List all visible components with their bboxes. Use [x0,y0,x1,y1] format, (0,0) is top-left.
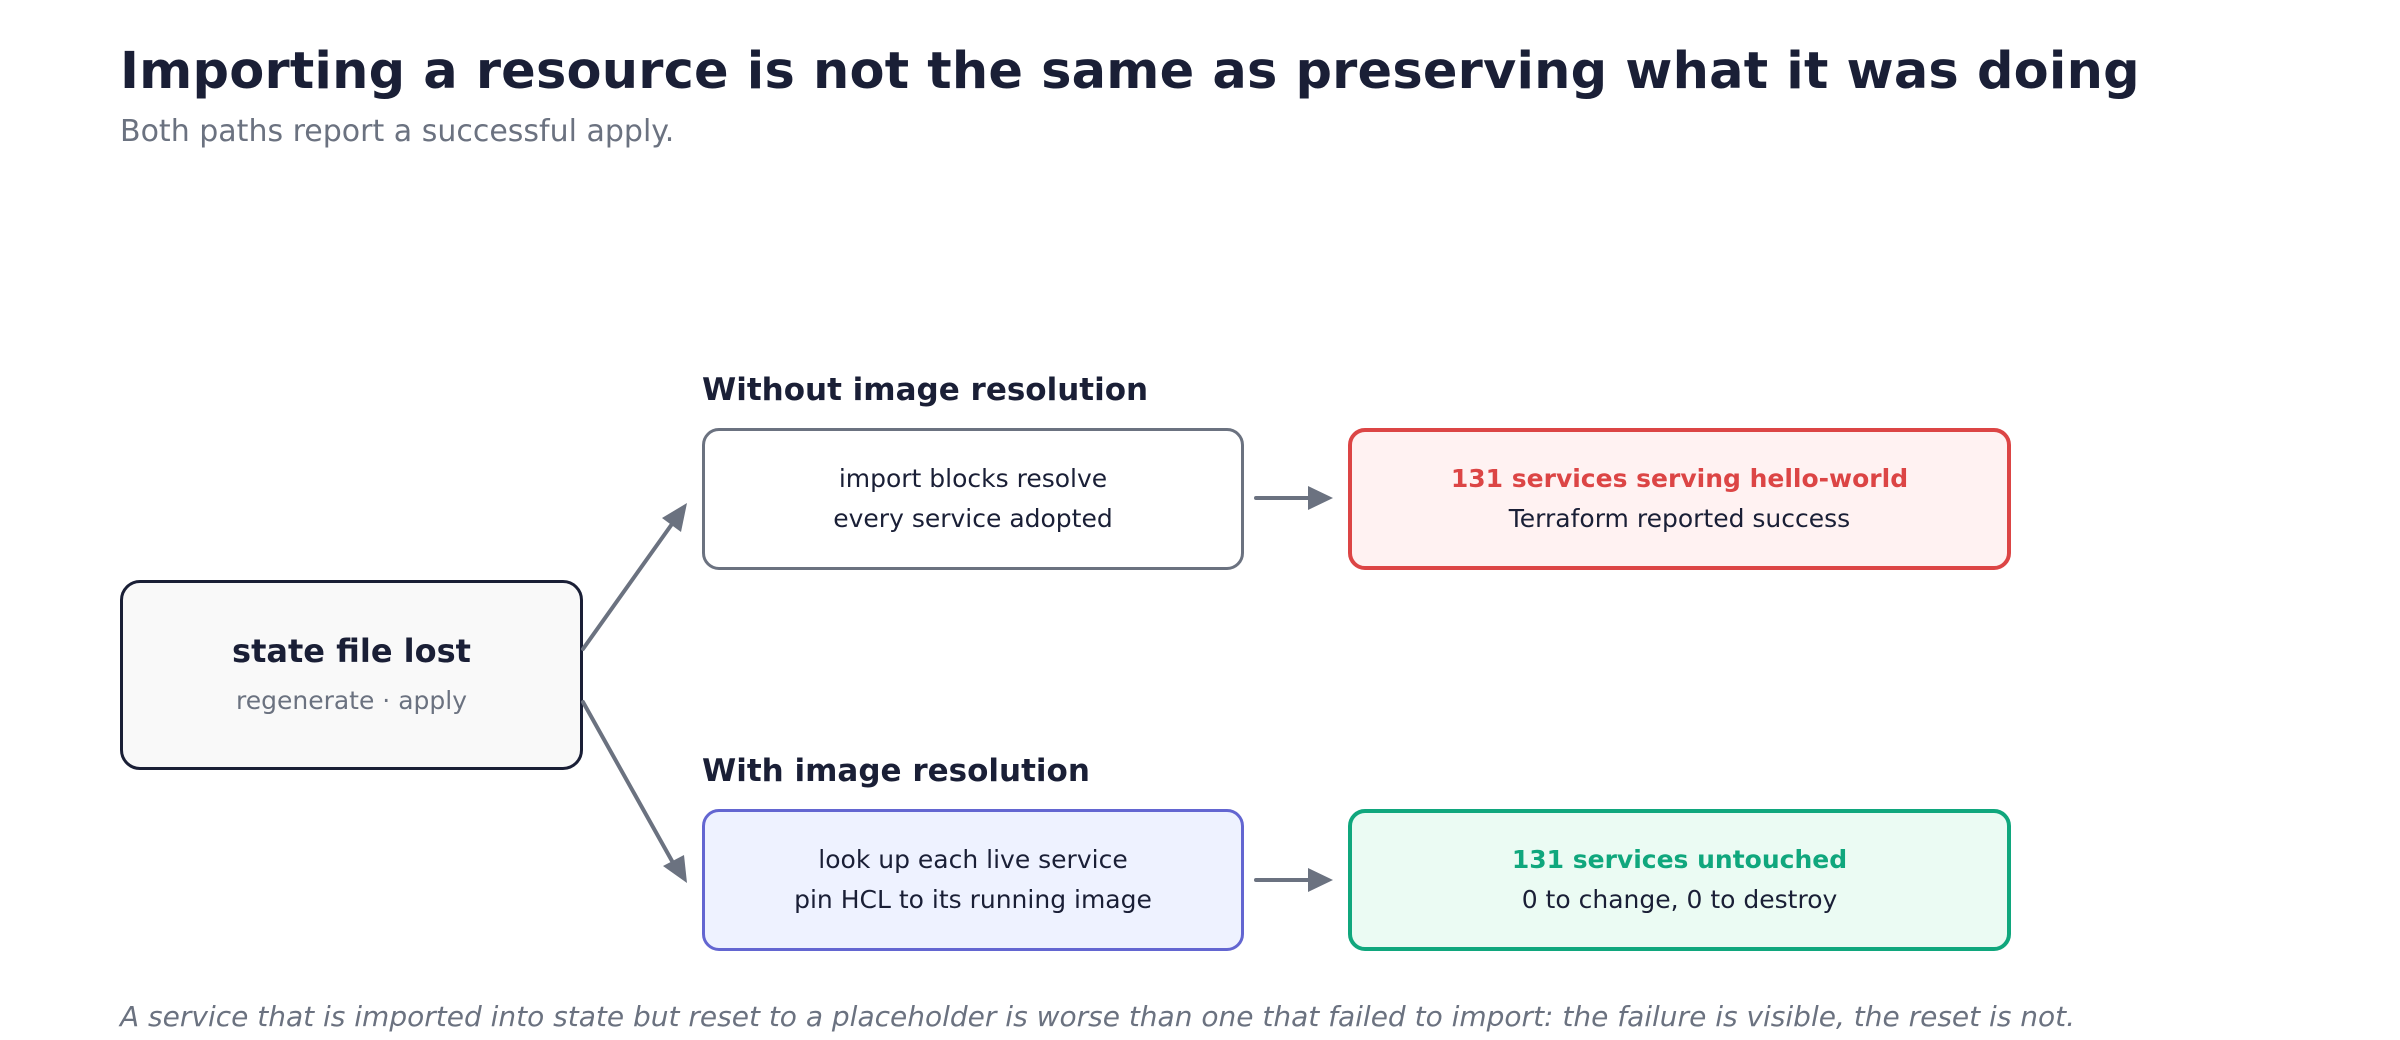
arrowhead-origin-to-without [662,503,687,532]
path-label-without: Without image resolution [702,372,1149,408]
page-subtitle: Both paths report a successful apply. [120,114,675,149]
step-node-without: import blocks resolve every service adop… [702,428,1244,570]
arrowhead-origin-to-with [663,855,687,883]
step-node-with: look up each live service pin HCL to its… [702,809,1244,951]
page-title: Importing a resource is not the same as … [120,42,2140,101]
step-without-line1: import blocks resolve [838,464,1108,493]
result-success-headline: 131 services untouched [1511,845,1848,874]
result-success-detail: 0 to change, 0 to destroy [1521,885,1838,914]
origin-subtitle: regenerate · apply [235,686,467,715]
origin-node: state file lost regenerate · apply [120,580,583,770]
result-failure-detail: Terraform reported success [1508,504,1851,533]
origin-title: state file lost [232,632,471,670]
arrowhead-without-to-result [1308,486,1333,510]
arrow-origin-to-without [581,522,674,651]
arrowhead-with-to-result [1308,868,1333,892]
step-without-line2: every service adopted [833,504,1113,533]
result-node-failure: 131 services serving hello-world Terrafo… [1348,428,2011,570]
result-failure-headline: 131 services serving hello-world [1450,464,1909,493]
step-with-line1: look up each live service [818,845,1128,874]
arrow-origin-to-with [581,700,674,863]
step-with-line2: pin HCL to its running image [794,885,1152,914]
result-node-success: 131 services untouched 0 to change, 0 to… [1348,809,2011,951]
path-label-with: With image resolution [702,753,1090,789]
footnote: A service that is imported into state bu… [120,1000,2076,1033]
